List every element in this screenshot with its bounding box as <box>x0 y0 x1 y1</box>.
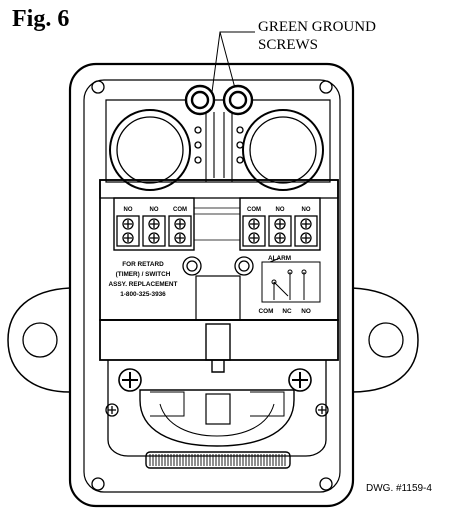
right-ear-hole <box>368 322 404 358</box>
ground-screws-callout: GREEN GROUND SCREWS <box>258 18 376 54</box>
corner-hole-top-left <box>91 80 105 94</box>
terminal-label-right-1: COM <box>247 207 261 213</box>
terminal-screw <box>174 232 186 244</box>
plunger-housing <box>195 275 241 321</box>
dial-inner <box>159 403 275 437</box>
terminal-label-right-3: NO <box>302 207 311 213</box>
ground-strap <box>205 112 233 182</box>
dial-body <box>139 389 295 447</box>
terminal-label-left-2: NO <box>150 207 159 213</box>
terminal-screw <box>122 232 134 244</box>
callout-line-1: GREEN GROUND <box>258 19 376 35</box>
body-screw-left <box>182 256 202 276</box>
schematic-no-label: NO <box>301 308 311 315</box>
right-knockout-inner <box>249 116 317 184</box>
schematic-alarm-label: ALARM <box>268 255 291 262</box>
plunger-stem <box>205 323 231 361</box>
schematic-nc-label: NC <box>282 308 292 315</box>
terminal-screw-slot <box>276 220 284 228</box>
schematic-com-label: COM <box>259 308 274 315</box>
ground-screw-right <box>222 84 254 116</box>
panel-label-line-4: 1-800-325-3936 <box>120 291 166 298</box>
terminal-screw <box>300 232 312 244</box>
terminal-screws <box>122 218 312 244</box>
mechanism-screw-left <box>118 368 142 392</box>
dial-center-post <box>205 393 231 425</box>
housing-outer <box>68 62 355 508</box>
alarm-schematic <box>261 257 321 303</box>
terminal-screw-slot <box>150 220 158 228</box>
panel-label-line-1: FOR RETARD <box>122 261 164 268</box>
terminal-screw-slot <box>150 234 158 242</box>
body-screw-right <box>234 256 254 276</box>
terminal-screw <box>174 218 186 230</box>
gear-teeth <box>149 454 286 466</box>
terminal-label-left-3: COM <box>173 207 187 213</box>
terminal-screw <box>300 218 312 230</box>
switch-body-top-band <box>99 179 339 199</box>
gear-wheel <box>145 451 291 469</box>
right-mounting-ear <box>351 287 419 393</box>
terminal-screw <box>274 232 286 244</box>
terminal-screw <box>122 218 134 230</box>
terminal-screw-slot <box>124 220 132 228</box>
terminal-screw-slot <box>124 234 132 242</box>
terminal-screw-slot <box>276 234 284 242</box>
left-knockout-inner <box>116 116 184 184</box>
left-mounting-ear <box>7 287 71 393</box>
corner-hole-bottom-right <box>319 477 333 491</box>
left-knockout <box>109 109 191 191</box>
upper-bracket <box>105 99 331 183</box>
dial-arms <box>150 391 285 417</box>
mechanism-screw-right <box>288 368 312 392</box>
plunger-tip <box>211 360 225 373</box>
mechanism-screw-lower-left <box>105 403 119 417</box>
right-knockout <box>242 109 324 191</box>
lower-mechanism-frame <box>107 360 327 457</box>
terminal-label-right-2: NO <box>276 207 285 213</box>
terminal-screw-slot <box>176 220 184 228</box>
panel-label-line-3: ASSY. REPLACEMENT <box>109 281 178 288</box>
center-channel <box>194 207 240 241</box>
terminal-screw-slot <box>250 234 258 242</box>
terminal-screw-slot <box>176 234 184 242</box>
terminal-screw <box>248 232 260 244</box>
callout-line-2: SCREWS <box>258 37 319 53</box>
terminal-screw <box>248 218 260 230</box>
terminal-screw <box>148 218 160 230</box>
corner-hole-top-right <box>319 80 333 94</box>
housing-inner <box>83 79 341 493</box>
panel-label-line-2: (TIMER) / SWITCH <box>116 271 171 278</box>
terminal-screw-slot <box>302 234 310 242</box>
left-ear-hole <box>22 322 58 358</box>
terminal-screw-slot <box>302 220 310 228</box>
terminal-screw <box>148 232 160 244</box>
strap-holes <box>194 126 244 164</box>
mechanism-screw-lower-right <box>315 403 329 417</box>
corner-hole-bottom-left <box>91 477 105 491</box>
lower-plate <box>99 319 339 361</box>
figure-label: Fig. 6 <box>12 6 70 32</box>
terminal-label-left-1: NO <box>124 207 133 213</box>
callout-leader <box>211 31 255 93</box>
terminal-screw <box>274 218 286 230</box>
terminal-screw-slot <box>250 220 258 228</box>
ground-screw-left <box>184 84 216 116</box>
drawing-number: DWG. #1159-4 <box>366 483 432 494</box>
